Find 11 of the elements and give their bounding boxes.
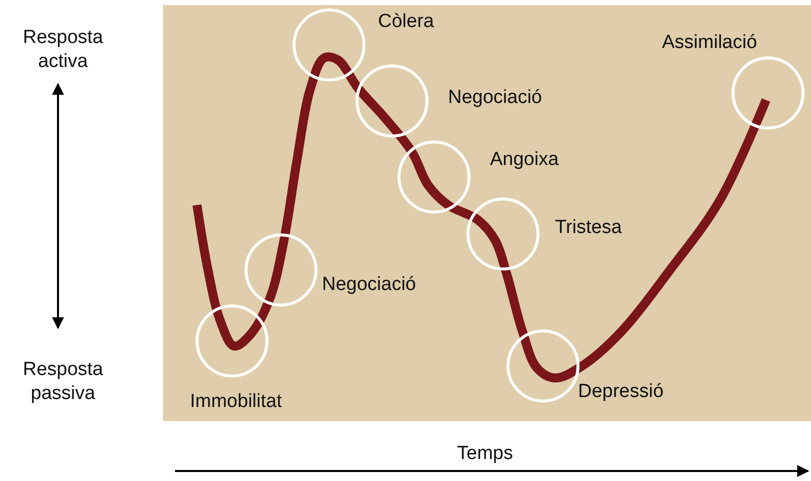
axis-label: Resposta activa — [22, 26, 104, 74]
stage-label: Assimilació — [662, 31, 758, 55]
axis-title: Temps — [456, 442, 514, 466]
stage-label: Depressió — [578, 380, 664, 404]
stage-label: Còlera — [378, 10, 434, 34]
stage-label: Negociació — [322, 273, 416, 297]
stage-label: Angoixa — [490, 148, 559, 172]
stage-label: Immobilitat — [190, 390, 282, 414]
stage-label: Tristesa — [555, 216, 622, 240]
axis-label: Resposta passiva — [22, 358, 104, 406]
stage-label: Negociació — [448, 86, 542, 110]
